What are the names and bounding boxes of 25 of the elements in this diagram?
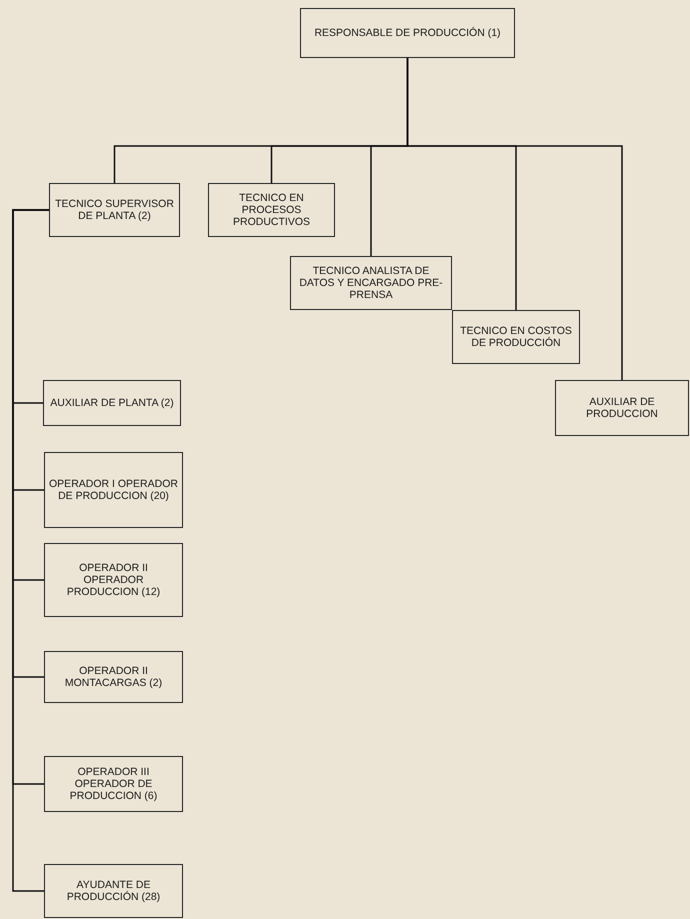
position-title: AYUDANTE DE PRODUCCIÓN (28) (66, 878, 162, 904)
position-title: TECNICO SUPERVISOR DE PLANTA (2) (54, 198, 175, 222)
position-box (43, 380, 181, 426)
position-title: AUXILIAR DE PRODUCCION (585, 396, 659, 420)
position-box (290, 256, 452, 310)
position-box (208, 183, 335, 237)
position-title: OPERADOR II MONTACARGAS (2) (64, 664, 164, 690)
position-box (44, 651, 183, 703)
position-box (44, 864, 183, 918)
position-title: OPERADOR I OPERADOR DE PRODUCCION (20) (49, 478, 178, 502)
position-title: TECNICO EN COSTOS DE PRODUCCIÓN (459, 324, 573, 350)
position-box (49, 183, 180, 237)
position-box (452, 310, 580, 364)
position-title: OPERADOR III OPERADOR DE PRODUCCION (6) (68, 766, 158, 802)
position-box (44, 543, 183, 617)
position-box (300, 8, 515, 58)
position-box (555, 380, 689, 436)
connector-line (406, 58, 623, 380)
position-box (44, 452, 183, 528)
position-title: AUXILIAR DE PLANTA (2) (50, 396, 174, 410)
position-title: TECNICO ANALISTA DE DATOS Y ENCARGADO PRE-PRENSA (298, 264, 444, 302)
position-title: OPERADOR II OPERADOR PRODUCCION (12) (66, 562, 162, 598)
position-title: RESPONSABLE DE PRODUCCIÓN (1) (314, 26, 501, 40)
position-box (44, 756, 183, 812)
position-title: TECNICO EN PROCESOS PRODUCTIVOS (232, 192, 311, 228)
